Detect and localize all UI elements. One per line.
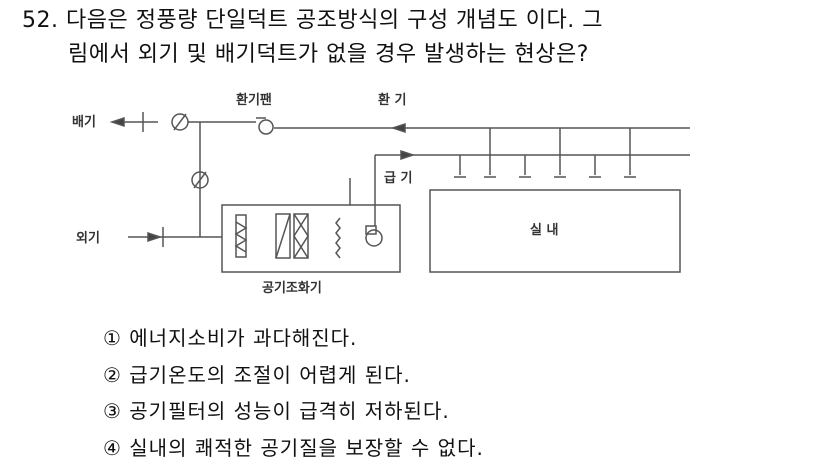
supply-duct — [349, 149, 690, 226]
bypass-duct — [191, 122, 209, 237]
question-line-1: 52. 다음은 정풍량 단일덕트 공조방식의 구성 개념도 이다. 그 — [22, 8, 603, 33]
label-exhaust: 배기 — [72, 114, 96, 130]
label-ahu: 공기조화기 — [262, 280, 322, 296]
outdoor-duct — [128, 227, 222, 247]
label-return-air: 환 기 — [378, 92, 406, 108]
question: 52. 다음은 정풍량 단일덕트 공조방식의 구성 개념도 이다. 그 림에서 … — [22, 4, 603, 72]
option-2[interactable]: ② 급기온도의 조절이 어렵게 된다. — [103, 363, 411, 387]
option-3[interactable]: ③ 공기필터의 성능이 급격히 저하된다. — [103, 399, 450, 423]
option-1[interactable]: ① 에너지소비가 과다해진다. — [103, 326, 358, 350]
option-4[interactable]: ④ 실내의 쾌적한 공기질을 보장할 수 없다. — [103, 436, 484, 460]
label-return-fan: 환기팬 — [236, 92, 272, 108]
diffusers — [454, 128, 636, 178]
label-outdoor-air: 외기 — [76, 230, 100, 246]
exhaust-duct — [109, 112, 256, 132]
label-room: 실 내 — [530, 222, 558, 238]
room-box — [429, 189, 681, 273]
question-line-2: 림에서 외기 및 배기덕트가 없을 경우 발생하는 현상은? — [68, 42, 589, 67]
air-handling-unit — [221, 204, 401, 273]
return-fan-icon — [256, 117, 274, 135]
return-duct — [274, 122, 690, 134]
label-supply-air: 급 기 — [384, 171, 412, 186]
